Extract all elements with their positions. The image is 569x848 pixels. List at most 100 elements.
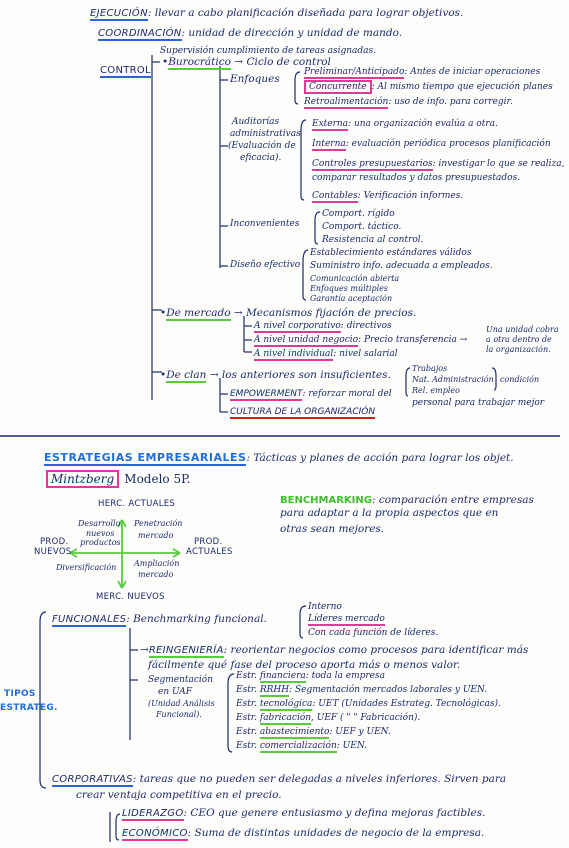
est-row-1: Estr. financiera: toda la empresa [236,671,385,683]
bench-line: BENCHMARKING: comparación entre empresas [280,490,534,506]
preliminar-label: Preliminar/Anticipado [304,67,405,79]
unidad-label: A nivel unidad negocio [254,335,359,347]
ciclo-text: Ciclo de control [246,56,331,68]
mercado-line: •De mercado → Mecanismos fijación de pre… [160,307,417,321]
mintzberg-line: Mintzberg Modelo 5P. [46,470,191,488]
enfoques-label: Enfoques [230,73,280,85]
matrix-top: HERC. ACTUALES [98,499,176,509]
ejecucion-line: EJECUCIÓN: llevar a cabo planificación d… [90,8,463,21]
concurrente-label: Concurrente [304,80,372,94]
empower-label: EMPOWERMENT [230,389,303,401]
cada-text: Con cada función de líderes. [308,628,439,638]
retro-label: Retroalimentación [304,97,389,109]
economico-label: ECONÓMICO [122,828,188,841]
matrix-right-2: ACTUALES [186,547,233,557]
burocratico-line: •Burocrático → Ciclo de control [162,56,331,70]
est-text-5: : UEF y UEN. [329,727,391,737]
mintzberg-label: Mintzberg [46,470,120,488]
matrix-q4-1: Ampliación [134,559,180,568]
individual-text: : nivel salarial [333,349,398,359]
coordinacion-line: COORDINACIÓN: unidad de dirección y unid… [98,28,402,41]
retro-text: : uso de info. para corregir. [388,97,513,107]
burocratico-label: Burocrático [168,56,231,70]
contables-label: Contables [312,191,358,203]
control-label: CONTROL [100,65,151,78]
liderazgo-line: LIDERAZGO: CEO que genere entusiasmo y d… [122,807,486,821]
cultura-label: CULTURA DE LA ORGANIZACIÓN [230,407,376,419]
concurrente-text: : Al mismo tiempo que ejecución planes [371,82,553,92]
coordinacion-label: COORDINACIÓN [98,28,182,41]
corporativas-label: CORPORATIVAS [52,774,133,787]
auditorias-3: (Evaluación de [228,141,296,151]
unidad-note-3: la organización. [486,345,551,354]
liderazgo-text: : CEO que genere entusiasmo y defina mej… [183,807,486,819]
est-label-1: financiera [259,671,306,683]
clan-3: Rel. empleo [412,386,460,395]
matrix-q2-1: Penetración [134,519,183,528]
matrix-q1-1: Desarrollo [78,519,121,528]
modelo-label: Modelo 5P. [124,472,191,486]
est-text-2: : Segmentación mercados laborales y UEN. [289,685,488,695]
interna-label: Interna [312,139,346,151]
corp-line: A nivel corporativo: directivos [254,321,392,333]
mercado-text: Mecanismos fijación de precios. [246,307,417,319]
individual-label: A nivel individual [254,349,334,361]
est-row-5: Estr. abastecimiento: UEF y UEN. [236,727,391,739]
preliminar-text: : Antes de iniciar operaciones [404,67,541,77]
est-row-2: Estr. RRHH: Segmentación mercados labora… [236,685,488,697]
contables-text: : Verificación informes. [357,191,464,201]
control-intro: Supervisión cumplimiento de tareas asign… [160,46,377,56]
est-label-2: RRHH [259,685,290,697]
seg-2: en UAF [158,687,193,697]
empower-text: : reforzar moral del [302,389,392,399]
liderazgo-label: LIDERAZGO [122,808,184,821]
auditorias-2: administrativas [230,129,301,139]
reing-text: : reorientar negocios como procesos para… [223,644,529,656]
clan-1: Trabajos [412,364,448,373]
est-prefix-3: Estr. [236,699,257,709]
cultura-line: CULTURA DE LA ORGANIZACIÓN [230,407,376,419]
clan-line: •De clan → los anteriores son insuficien… [160,369,391,383]
unidad-note-1: Una unidad cobra [486,325,559,334]
concurrente-line: Concurrente: Al mismo tiempo que ejecuci… [304,80,553,94]
est-text-6: : UEN. [336,741,367,751]
corp-label: A nivel corporativo [254,321,341,333]
est-label-3: tecnológica [259,699,313,711]
preliminar-line: Preliminar/Anticipado: Antes de iniciar … [304,67,541,79]
estrategias-title: ESTRATEGIAS EMPRESARIALES [44,451,247,466]
matrix-left-1: PROD. [40,537,69,547]
unidad-note-2: a otra dentro de [486,335,552,344]
diseno-2: Suministro info. adecuada a empleados. [310,261,493,271]
corporativas-line: CORPORATIVAS: tareas que no pueden ser d… [52,774,506,787]
inconv-3: Resistencia al control. [322,235,424,245]
funcionales-label: FUNCIONALES [52,614,127,627]
est-label-5: abastecimiento [259,727,330,739]
presup-text: : investigar lo que se realiza, [432,159,565,169]
tipos-label-2: ESTRATEG. [0,703,58,713]
est-row-4: Estr. fabricación, UEF ( " " Fabricación… [236,713,420,725]
bench-label: BENCHMARKING [280,495,372,506]
interno-text: Interno [308,602,342,612]
tipos-label-1: TIPOS [4,689,36,699]
unidad-text: : Precio transferencia [358,335,457,345]
bench-text-1: : comparación entre empresas [371,494,534,506]
externa-text: : una organización evalúa a otra. [348,119,498,129]
clan-2: Nat. Administración [412,375,494,384]
retro-line: Retroalimentación: uso de info. para cor… [304,97,513,109]
est-text-3: : UET (Unidades Estrateg. Tecnológicas). [312,699,501,709]
ejecucion-label: EJECUCIÓN [90,8,148,21]
est-label-4: fabricación [259,713,312,725]
reing-label: REINGENIERÍA [148,645,224,658]
individual-line: A nivel individual: nivel salarial [254,349,398,361]
unidad-line: A nivel unidad negocio: Precio transfere… [254,335,468,347]
inconv-2: Comport. táctico. [322,222,402,232]
diseno-5: Garantía aceptación [310,294,393,303]
matrix-q1-3: productos [80,538,121,547]
presup-text2: comparar resultados y datos presupuestad… [312,173,521,183]
auditorias-4: eficacia). [240,153,282,163]
presup-label: Controles presupuestarios [312,159,433,171]
matrix-left-2: NUEVOS [34,547,72,557]
est-prefix-4: Estr. [236,713,257,723]
corp-text2: crear ventaja competitiva en el precio. [76,789,282,801]
